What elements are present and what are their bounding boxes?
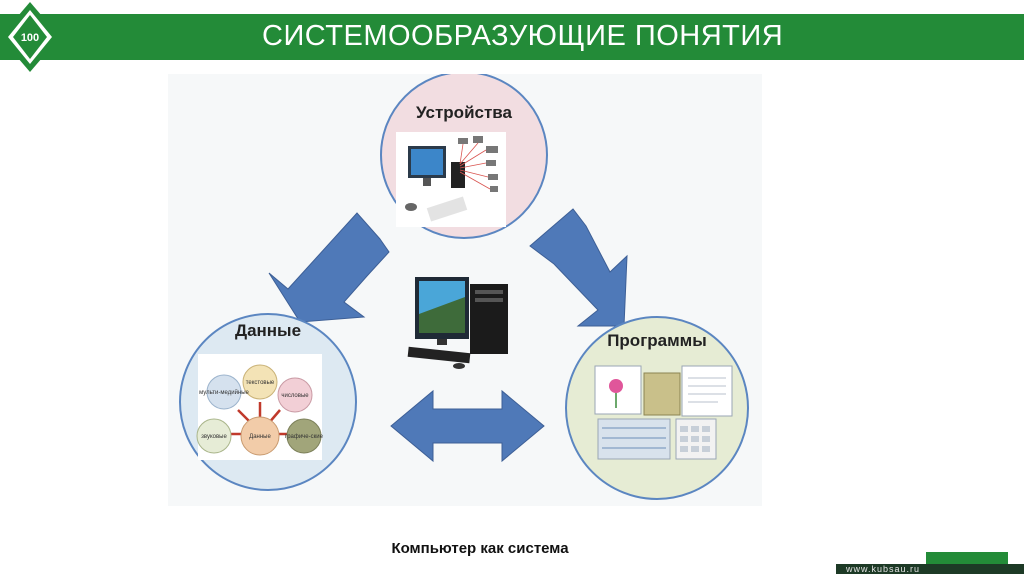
- logo-text: 100: [21, 32, 39, 44]
- data-label: Данные: [235, 321, 301, 340]
- computer-image: [407, 277, 508, 369]
- arrow-data-programs: [390, 389, 545, 463]
- page-title: СИСТЕМООБРАЗУЮЩИЕ ПОНЯТИЯ: [262, 20, 784, 52]
- system-diagram: Устройства: [179, 71, 749, 500]
- data-circle: Данные мульти-медийные текстовые числовы…: [179, 313, 357, 491]
- node-multimedia: мульти-медийные: [199, 389, 249, 396]
- footer-bar: [836, 564, 1024, 574]
- footer-accent: [926, 552, 1008, 564]
- arrow-data-devices: [268, 212, 390, 323]
- node-numeric: числовые: [281, 393, 309, 399]
- node-sound: звуковые: [201, 434, 227, 440]
- programs-circle: Программы: [565, 316, 749, 500]
- node-text: текстовые: [246, 380, 275, 386]
- node-data-center: Данные: [249, 434, 271, 440]
- devices-label: Устройства: [416, 103, 513, 122]
- node-graphic: графиче-ские: [285, 434, 324, 440]
- diagram-panel: Устройства: [168, 71, 762, 506]
- devices-circle: Устройства: [380, 71, 548, 239]
- programs-label: Программы: [607, 331, 707, 350]
- arrow-devices-programs: [529, 208, 628, 327]
- footer-site-link[interactable]: www.kubsau.ru: [846, 564, 921, 574]
- logo-icon: 100: [0, 2, 60, 72]
- diagram-caption: Компьютер как система: [391, 540, 569, 557]
- title-bar: [0, 14, 1024, 60]
